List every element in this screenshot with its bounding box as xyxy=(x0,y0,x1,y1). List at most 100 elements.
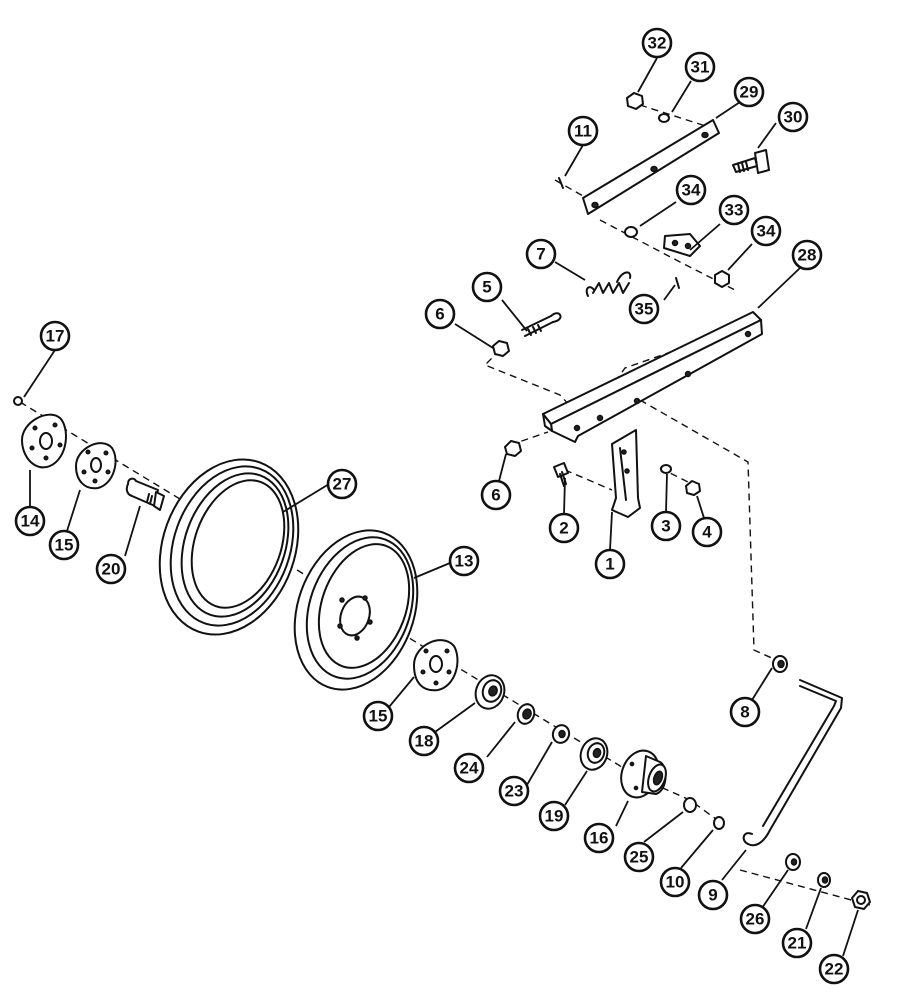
small-pin xyxy=(675,277,680,289)
hex-nut-upper xyxy=(492,340,510,357)
callout-32: 32 xyxy=(641,27,673,59)
mounting-strap xyxy=(582,119,720,215)
callout-label: 6 xyxy=(435,305,444,324)
cap-screw xyxy=(13,396,23,406)
assembly-axis-lines xyxy=(19,104,871,906)
callout-35: 35 xyxy=(628,293,660,325)
callout-label: 34 xyxy=(682,181,701,200)
seal xyxy=(516,703,536,725)
callout-7: 7 xyxy=(525,238,557,270)
callout-label: 15 xyxy=(369,707,388,726)
callout-label: 14 xyxy=(21,512,40,531)
callout-label: 18 xyxy=(415,732,434,751)
callout-20: 20 xyxy=(95,553,127,585)
callout-label: 31 xyxy=(691,58,710,77)
callout-label: 1 xyxy=(605,555,614,574)
callout-31: 31 xyxy=(684,51,716,83)
callout-34-lower: 34 xyxy=(750,215,782,247)
callout-label: 15 xyxy=(55,536,74,555)
callout-27: 27 xyxy=(326,468,358,500)
eye-bolt xyxy=(521,312,562,337)
callout-15-upper: 15 xyxy=(48,529,80,561)
hex-nut-top xyxy=(626,92,644,110)
callout-label: 8 xyxy=(740,703,749,722)
gasket-lower xyxy=(413,639,459,692)
callout-label: 23 xyxy=(505,782,524,801)
callout-label: 5 xyxy=(482,278,491,297)
callout-label: 10 xyxy=(666,873,685,892)
callout-19: 19 xyxy=(538,800,570,832)
spring-bracket xyxy=(663,233,701,257)
scraper-blade xyxy=(611,429,641,518)
callout-label: 25 xyxy=(630,848,649,867)
callout-13: 13 xyxy=(448,545,480,577)
wheel-rim xyxy=(293,529,419,691)
callout-14: 14 xyxy=(14,505,46,537)
callout-label: 2 xyxy=(559,519,568,538)
callout-30: 30 xyxy=(777,101,809,133)
axle-stud xyxy=(125,477,165,511)
callout-15-lower: 15 xyxy=(362,700,394,732)
callout-1: 1 xyxy=(594,548,626,580)
tension-spring xyxy=(585,271,632,297)
leader-lines xyxy=(23,57,859,957)
flange-plate xyxy=(21,413,67,469)
callout-34-upper: 34 xyxy=(675,174,707,206)
carriage-bolt xyxy=(732,149,770,174)
callout-9: 9 xyxy=(697,879,729,911)
callout-label: 21 xyxy=(788,934,807,953)
callout-10: 10 xyxy=(659,866,691,898)
bearing-inner xyxy=(579,737,609,771)
callout-21: 21 xyxy=(781,927,813,959)
callout-8: 8 xyxy=(729,696,761,728)
callout-label: 20 xyxy=(102,560,121,579)
callout-5: 5 xyxy=(471,271,503,303)
callout-4: 4 xyxy=(691,516,723,548)
callout-label: 13 xyxy=(455,552,474,571)
lock-washer-top xyxy=(658,113,670,123)
callout-18: 18 xyxy=(408,725,440,757)
tension-rod xyxy=(742,679,843,847)
callout-label: 3 xyxy=(661,517,670,536)
wheel-hub xyxy=(620,749,667,799)
callout-23: 23 xyxy=(498,775,530,807)
callout-17: 17 xyxy=(39,320,71,352)
callout-label: 28 xyxy=(798,246,817,265)
callout-26: 26 xyxy=(739,903,771,935)
callout-label: 26 xyxy=(746,910,765,929)
callout-label: 27 xyxy=(333,475,352,494)
cotter-pin xyxy=(558,177,564,189)
spacer-washer xyxy=(551,724,571,744)
callout-label: 7 xyxy=(536,245,545,264)
callout-label: 11 xyxy=(574,122,592,141)
bearing-outer xyxy=(474,674,506,710)
callout-29: 29 xyxy=(733,76,765,108)
flat-washer-hub xyxy=(683,797,697,813)
callout-label: 29 xyxy=(740,83,759,102)
callout-6-upper: 6 xyxy=(424,298,456,330)
hex-bolt xyxy=(553,462,569,487)
callout-label: 6 xyxy=(491,486,500,505)
callout-11: 11 xyxy=(567,115,599,147)
callout-2: 2 xyxy=(548,512,580,544)
spacer-upper xyxy=(624,226,638,238)
callout-6-lower: 6 xyxy=(480,479,512,511)
callout-label: 35 xyxy=(635,300,654,319)
callout-label: 4 xyxy=(702,523,712,542)
lock-nut-hub xyxy=(713,816,725,830)
callout-24: 24 xyxy=(453,752,485,784)
main-bar xyxy=(542,311,763,443)
callout-label: 33 xyxy=(725,201,744,220)
hex-nut-rod xyxy=(851,890,871,910)
gasket-upper xyxy=(75,442,117,490)
callout-label: 9 xyxy=(708,886,717,905)
callout-16: 16 xyxy=(583,822,615,854)
callout-label: 30 xyxy=(784,108,803,127)
callout-label: 22 xyxy=(825,960,844,979)
spacer-lower xyxy=(714,270,730,288)
bushing xyxy=(772,655,788,673)
flat-washer-rod xyxy=(785,853,801,871)
callout-label: 16 xyxy=(590,829,609,848)
callout-3: 3 xyxy=(650,510,682,542)
